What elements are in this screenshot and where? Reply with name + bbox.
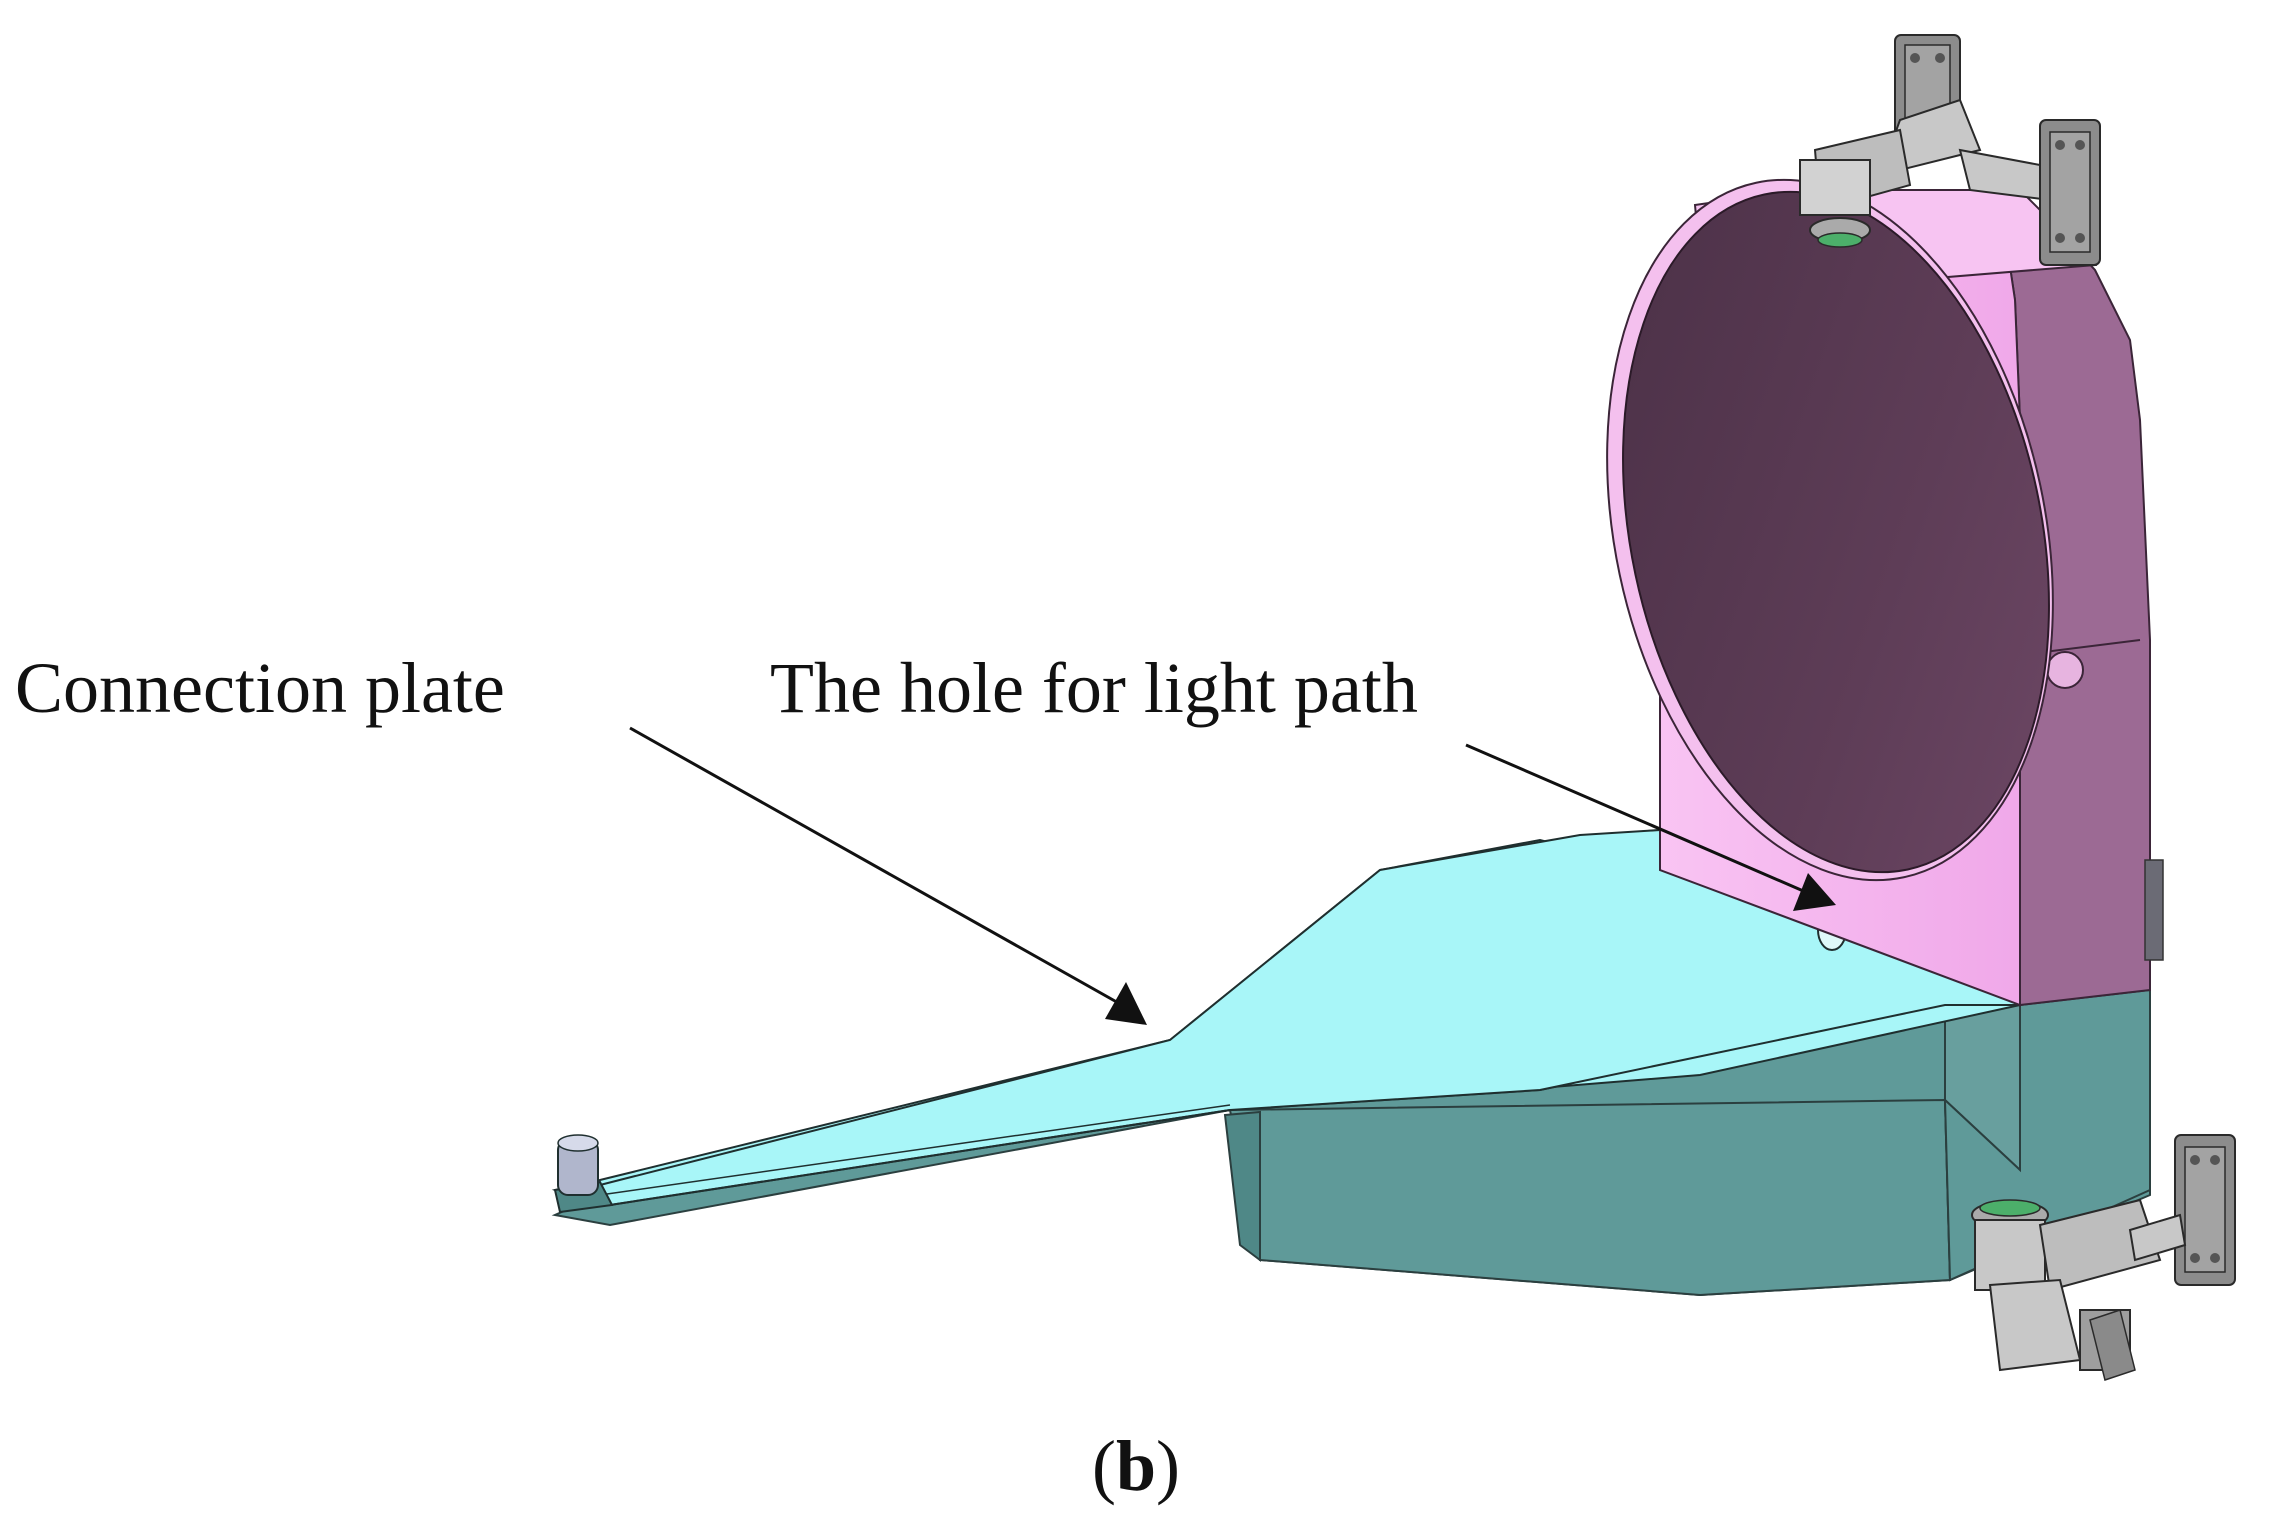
mirror-surface: [1622, 190, 2050, 874]
plate-front-block: [1228, 1098, 1952, 1297]
caption-close-paren: ): [1156, 1426, 1180, 1506]
housing-side-hole-icon: [2046, 651, 2084, 689]
tip-knob: [553, 1134, 614, 1214]
connection-plate-label: Connection plate: [15, 648, 505, 728]
housing-side-slot: [2144, 859, 2164, 961]
top-mount-bracket-icon: [1799, 34, 2101, 266]
bottom-mount-bracket-icon: [1971, 1134, 2236, 1381]
light-path-arrow: [1465, 743, 1836, 911]
caption-letter: b: [1116, 1426, 1156, 1506]
caption-open-paren: (: [1092, 1426, 1116, 1506]
mirror: [1606, 178, 2054, 882]
connection-plate-arrow: [629, 726, 1147, 1025]
light-path-hole-label: The hole for light path: [770, 648, 1418, 728]
plate-front-small-face: [1223, 1110, 1261, 1262]
figure-caption: (b): [1092, 1426, 1180, 1506]
